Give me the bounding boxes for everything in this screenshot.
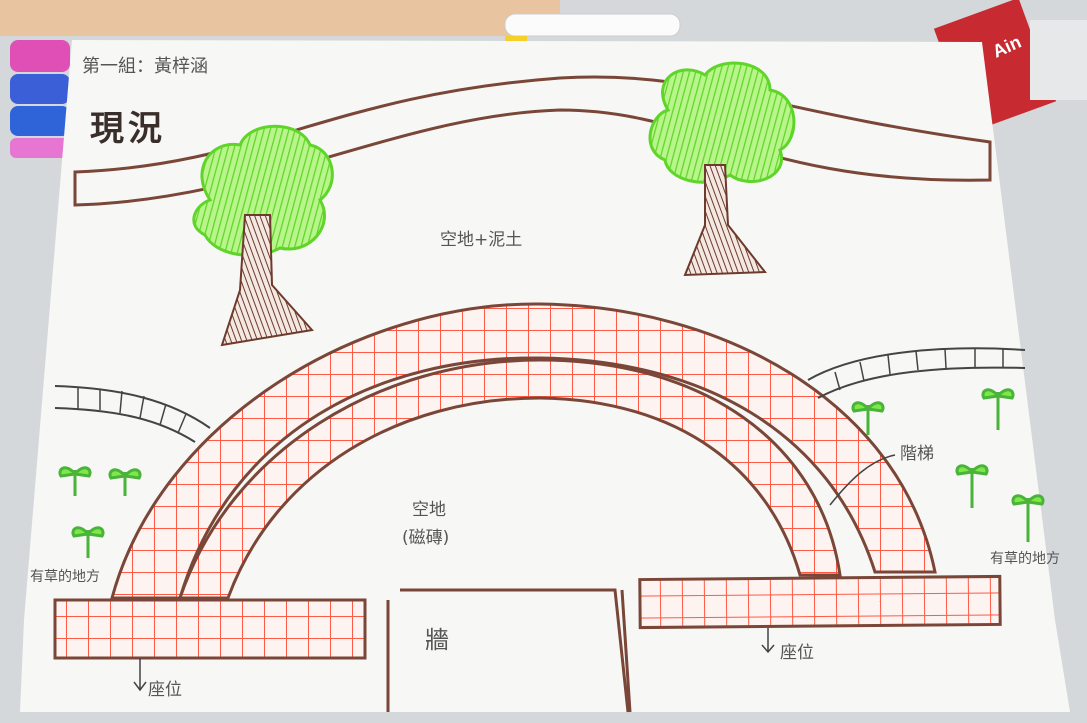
white-marker xyxy=(504,13,681,37)
label-grass-left: 有草的地方 xyxy=(30,569,100,585)
right-stairs-bottom xyxy=(817,366,1026,399)
outer-arch-walkway xyxy=(110,302,937,600)
right-seat-arrow xyxy=(761,628,775,654)
label-tile-note: (磁磚) xyxy=(402,528,450,548)
right-stairs-top xyxy=(807,347,1026,381)
pink-marker xyxy=(10,40,70,72)
stairs-pointer-line xyxy=(829,454,896,506)
plastic-cup xyxy=(1030,20,1087,100)
label-seat-left: 座位 xyxy=(148,680,182,700)
left-stairs-ticks xyxy=(77,388,187,434)
label-open-space-soil: 空地+泥土 xyxy=(440,230,523,250)
status-title: 現況 xyxy=(90,109,166,149)
blue-marker xyxy=(10,74,70,104)
right-seat-bench xyxy=(638,574,1002,630)
label-grass-right: 有草的地方 xyxy=(990,551,1060,567)
purple-marker xyxy=(10,138,70,158)
left-stairs-bottom xyxy=(54,407,196,443)
grass-sprouts xyxy=(58,388,1045,558)
blue-marker-2 xyxy=(10,106,70,136)
label-seat-right: 座位 xyxy=(780,643,814,663)
label-wall: 牆 xyxy=(425,626,449,654)
orange-paper-strip xyxy=(0,0,560,36)
label-open-space-tile: 空地 xyxy=(412,500,446,520)
left-seat-bench xyxy=(53,598,367,660)
label-stairs: 階梯 xyxy=(900,444,934,464)
central-wall xyxy=(386,588,632,713)
right-tree xyxy=(648,61,796,277)
left-tree xyxy=(192,124,334,347)
left-seat-arrow xyxy=(133,658,147,692)
inner-arch-walkway xyxy=(177,358,842,600)
left-stairs-top xyxy=(54,385,211,429)
right-stairs-ticks xyxy=(834,348,1004,391)
upper-path xyxy=(73,75,992,207)
group-header: 第一組：黃梓涵 xyxy=(82,56,208,77)
